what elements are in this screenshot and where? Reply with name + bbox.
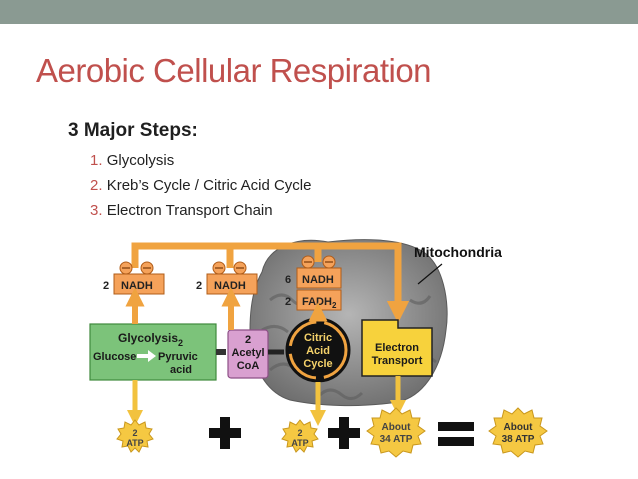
- nadh-label: NADH: [302, 274, 334, 286]
- acetyl-count: 2: [245, 334, 251, 346]
- citric-acid-cycle: Citric Acid Cycle: [285, 317, 351, 383]
- fadh2-label: FADH2: [302, 296, 337, 310]
- fadh2-text: FADH: [302, 296, 332, 308]
- coa-label: CoA: [237, 360, 260, 372]
- nadh-count: 2: [196, 280, 202, 292]
- fadh2-count: 2: [285, 296, 291, 308]
- electron-transport-box: Electron Transport: [361, 319, 433, 377]
- atp-burst-total: About 38 ATP: [488, 407, 548, 458]
- glucose-arrow-icon: [137, 350, 156, 362]
- slide-subtitle: 3 Major Steps:: [68, 120, 198, 141]
- atp-unit: ATP: [291, 438, 308, 448]
- step-text: Kreb’s Cycle / Citric Acid Cycle: [106, 177, 312, 194]
- glycolysis-box: Glycolysis2 Glucose Pyruvic acid: [89, 323, 217, 381]
- mitochondria-shape: [249, 239, 448, 407]
- nadh-label: NADH: [121, 280, 153, 292]
- nadh-count: 6: [285, 274, 291, 286]
- atp-value: 2: [132, 428, 137, 438]
- step-text: Electron Transport Chain: [106, 202, 273, 219]
- acetyl-label: Acetyl: [231, 347, 264, 359]
- krebs-carriers: 6 NADH 2 FADH2: [285, 255, 342, 311]
- nadh-box-left: 2 NADH: [103, 261, 165, 295]
- citric-label: Citric: [304, 332, 332, 344]
- pyruvic-acid-label: acid: [170, 364, 192, 376]
- electron-label: Electron: [375, 342, 419, 354]
- mitochondria-pointer: [417, 263, 443, 285]
- cycle-label: Cycle: [303, 358, 332, 370]
- step-number: 2.: [90, 177, 103, 194]
- step-number: 1.: [90, 152, 103, 169]
- glycolysis-label: Glycolysis2: [118, 331, 183, 348]
- acetyl-coa-box: 2 Acetyl CoA: [227, 329, 269, 379]
- atp-burst-electron-transport: About 34 ATP: [366, 407, 426, 458]
- atp-value: 38 ATP: [502, 434, 535, 445]
- atp-about-label: About: [504, 422, 534, 433]
- glycolysis-text: Glycolysis: [118, 331, 178, 345]
- nadh-count: 2: [103, 280, 109, 292]
- plus-icon: [209, 417, 241, 449]
- acid-label: Acid: [306, 345, 330, 357]
- top-bar: [0, 0, 638, 24]
- atp-value: 34 ATP: [380, 434, 413, 445]
- electron-carrier-arrows: [131, 242, 410, 324]
- step-item: 2. Kreb’s Cycle / Citric Acid Cycle: [90, 173, 311, 198]
- step-text: Glycolysis: [106, 152, 175, 169]
- step-number: 3.: [90, 202, 103, 219]
- glycolysis-subscript: 2: [178, 338, 183, 348]
- nadh-box-middle: 2 NADH: [196, 261, 258, 295]
- nadh-label: NADH: [214, 280, 246, 292]
- atp-value: 2: [297, 428, 302, 438]
- atp-burst-krebs: 2 ATP: [281, 419, 319, 453]
- plus-icon: [328, 417, 360, 449]
- atp-about-label: About: [382, 422, 412, 433]
- atp-unit: ATP: [126, 438, 143, 448]
- step-item: 1. Glycolysis: [90, 148, 311, 173]
- transport-label: Transport: [372, 355, 423, 367]
- steps-list: 1. Glycolysis 2. Kreb’s Cycle / Citric A…: [90, 148, 311, 223]
- equals-icon: [438, 422, 474, 446]
- glucose-label: Glucose: [93, 351, 136, 363]
- step-item: 3. Electron Transport Chain: [90, 198, 311, 223]
- slide-title: Aerobic Cellular Respiration: [36, 52, 432, 89]
- fadh2-subscript: 2: [332, 301, 337, 310]
- pyruvic-label: Pyruvic: [158, 351, 198, 363]
- mitochondria-label: Mitochondria: [414, 244, 502, 260]
- atp-burst-glycolysis: 2 ATP: [116, 419, 154, 453]
